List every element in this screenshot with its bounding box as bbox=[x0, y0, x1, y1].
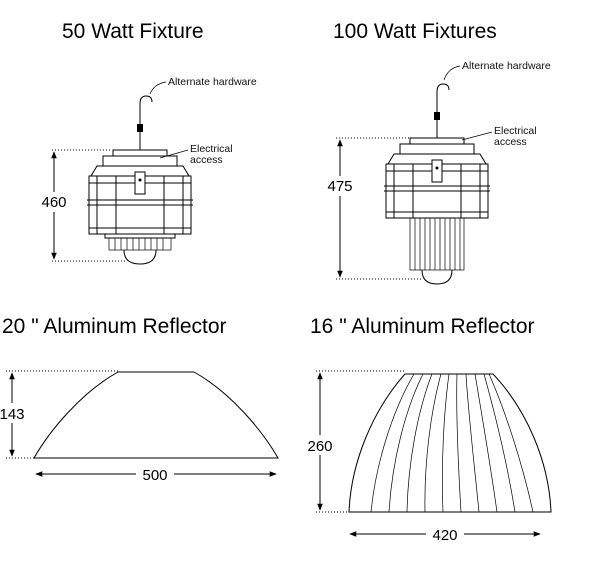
canopy-plate bbox=[399, 143, 475, 155]
fixture-50w-access-label-line1: Electrical bbox=[190, 143, 233, 155]
electrical-access-box bbox=[431, 159, 443, 183]
fixture-100w-access-label-line2: access bbox=[494, 136, 527, 148]
fixture-100w-access-label-line1: Electrical bbox=[494, 125, 537, 137]
access-leader-line bbox=[159, 149, 189, 159]
reflector-20-panel: 20 " Aluminum Reflector 143 500 bbox=[0, 315, 279, 484]
fixture-50w-height-value: 460 bbox=[41, 194, 66, 211]
reflector-16-drawing bbox=[302, 370, 552, 543]
fixture-100w-panel: 100 Watt Fixtures Alternate hardware Ele… bbox=[322, 20, 551, 285]
hook-coupler bbox=[434, 112, 440, 120]
fixture-100w-drawing bbox=[322, 65, 493, 285]
reflector-16-ribs bbox=[370, 373, 534, 513]
reflector-16-panel: 16 " Aluminum Reflector 2 bbox=[302, 315, 552, 544]
reflector-20-drawing bbox=[0, 370, 279, 483]
reflector-16-title: 16 " Aluminum Reflector bbox=[310, 315, 535, 338]
fixture-50w-drawing bbox=[36, 81, 193, 265]
canopy-cap bbox=[409, 137, 465, 145]
hanger-hook bbox=[139, 95, 153, 124]
fixture-50w-title: 50 Watt Fixture bbox=[62, 20, 204, 43]
reflector-20-shape bbox=[33, 371, 279, 459]
canopy-cap bbox=[112, 149, 168, 157]
fixture-100w-title: 100 Watt Fixtures bbox=[333, 20, 497, 43]
fixture-50w-access-label-line2: access bbox=[190, 154, 223, 166]
access-leader-line bbox=[461, 131, 493, 141]
fixture-100w-hardware-label: Alternate hardware bbox=[462, 60, 551, 72]
hardware-leader-line bbox=[443, 65, 461, 81]
hook-coupler bbox=[137, 124, 143, 132]
reflector-16-width-value: 420 bbox=[432, 527, 457, 544]
fixture-50w-hardware-label: Alternate hardware bbox=[168, 76, 257, 88]
ballast-fins bbox=[108, 237, 172, 251]
reflector-20-height-value: 143 bbox=[0, 406, 25, 423]
ballast-fins bbox=[409, 217, 465, 271]
lamp-globe bbox=[421, 269, 453, 285]
electrical-access-box bbox=[134, 171, 146, 195]
canopy-plate bbox=[102, 155, 178, 167]
reflector-16-shape bbox=[348, 373, 552, 513]
hanger-hook bbox=[436, 83, 450, 112]
reflector-20-title: 20 " Aluminum Reflector bbox=[2, 315, 227, 338]
lamp-globe bbox=[123, 249, 157, 265]
hardware-leader-line bbox=[149, 81, 167, 95]
fixture-100w-height-value: 475 bbox=[327, 178, 352, 195]
reflector-20-width-value: 500 bbox=[142, 467, 167, 484]
fixture-50w-panel: 50 Watt Fixture Alternate hardware Elect… bbox=[36, 20, 257, 265]
reflector-16-height-value: 260 bbox=[307, 438, 332, 455]
